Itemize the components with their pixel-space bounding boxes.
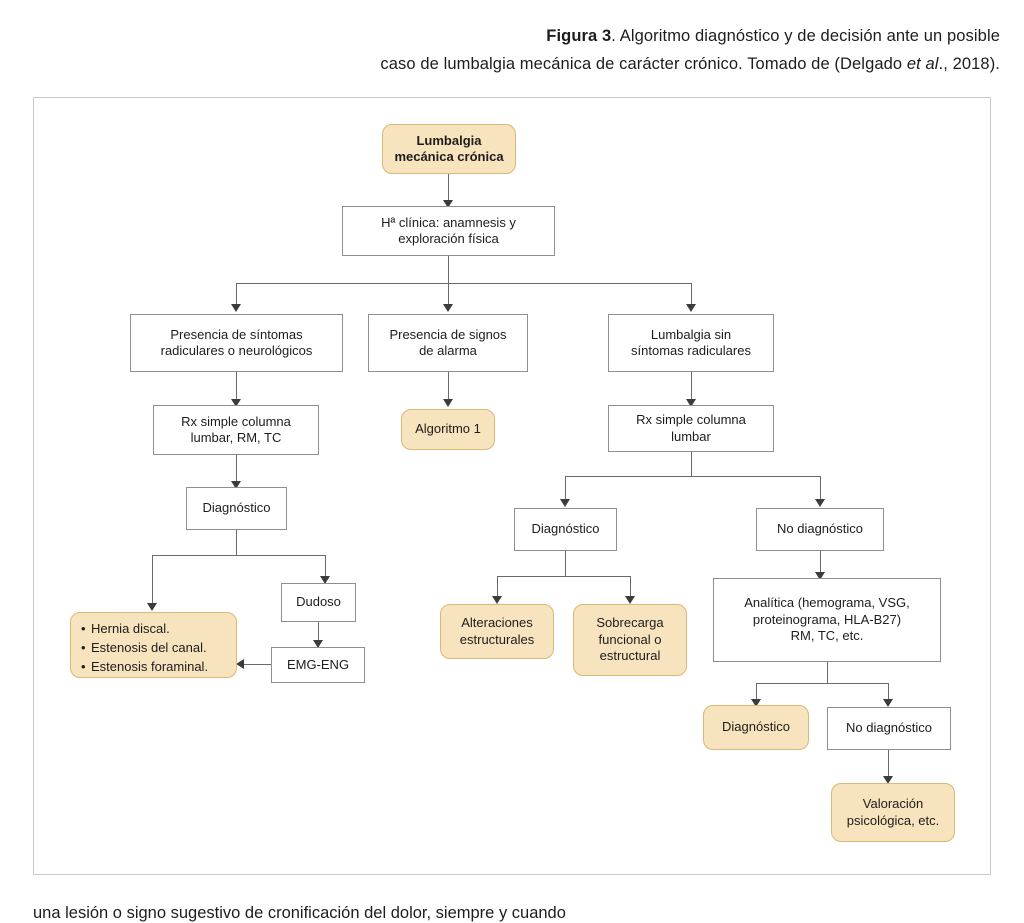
node-diagnostico-izq[interactable]: Diagnóstico	[186, 487, 287, 530]
list-item: Estenosis foraminal.	[81, 657, 208, 676]
figure-caption-line1: . Algoritmo diagnóstico y de decisión an…	[611, 27, 1000, 45]
node-historia-clinica[interactable]: Hª clínica: anamnesis y exploración físi…	[342, 206, 555, 256]
arrowhead-n13-n14	[236, 659, 244, 669]
figure-caption-label: Figura 3	[546, 27, 612, 45]
edge-n9-n14	[152, 555, 154, 607]
node-emg-eng[interactable]: EMG-ENG	[271, 647, 365, 683]
edge-n3-n6	[236, 372, 238, 405]
edge-n2-bus	[448, 256, 450, 283]
arrowhead-bus-n15	[492, 596, 502, 604]
arrowhead-n12-n13	[313, 640, 323, 648]
edge-n8-bus	[691, 452, 693, 476]
node-diagnostico-centro[interactable]: Diagnóstico	[514, 508, 617, 551]
edge-n1-n2	[448, 174, 450, 206]
edge-bus-n4	[448, 283, 450, 308]
edge-bus-n15	[497, 576, 499, 600]
arrowhead-n19-n20	[883, 776, 893, 784]
node-hallazgos-list[interactable]: Hernia discal. Estenosis del canal. Este…	[70, 612, 237, 678]
list-item: Estenosis del canal.	[81, 638, 207, 657]
edge-bus-n5	[691, 283, 693, 308]
edge-n13-n14	[243, 664, 271, 666]
edge-n12-n13	[318, 622, 320, 647]
bus-n8	[565, 476, 821, 478]
arrowhead-n5-n8	[686, 399, 696, 407]
edge-bus-n16	[630, 576, 632, 600]
arrowhead-bus-n19	[883, 699, 893, 707]
edge-n5-n8	[691, 372, 693, 405]
arrowhead-n11-n17	[815, 572, 825, 580]
bus-n9	[152, 555, 326, 557]
edge-bus-n3	[236, 283, 238, 308]
node-diagnostico-der[interactable]: Diagnóstico	[703, 705, 809, 750]
node-analitica[interactable]: Analítica (hemograma, VSG, proteinograma…	[713, 578, 941, 662]
arrowhead-n9-n14	[147, 603, 157, 611]
node-algoritmo-1[interactable]: Algoritmo 1	[401, 409, 495, 450]
arrowhead-bus-n11	[815, 499, 825, 507]
edge-n10-bus	[565, 551, 567, 576]
node-alteraciones-estructurales[interactable]: Alteraciones estructurales	[440, 604, 554, 659]
node-no-diagnostico-centro[interactable]: No diagnóstico	[756, 508, 884, 551]
edge-bus-n11	[820, 476, 822, 503]
arrowhead-bus-n18	[751, 699, 761, 707]
arrowhead-bus-n5	[686, 304, 696, 312]
figure-caption-line2b: ., 2018).	[938, 55, 1000, 73]
node-lumbalgia-mecanica-cronica[interactable]: Lumbalgia mecánica crónica	[382, 124, 516, 174]
arrowhead-bus-n3	[231, 304, 241, 312]
bus-n10	[497, 576, 631, 578]
list-item: Hernia discal.	[81, 619, 170, 638]
body-text-tail: una lesión o signo sugestivo de cronific…	[33, 904, 566, 922]
node-no-diagnostico-der[interactable]: No diagnóstico	[827, 707, 951, 750]
edge-n11-n17	[820, 551, 822, 578]
node-sobrecarga-funcional[interactable]: Sobrecarga funcional o estructural	[573, 604, 687, 676]
arrowhead-n1-n2	[443, 200, 453, 208]
arrowhead-bus-n4	[443, 304, 453, 312]
arrowhead-n6-n9	[231, 481, 241, 489]
edge-bus-n10	[565, 476, 567, 503]
bus-n17	[756, 683, 889, 685]
node-dudoso[interactable]: Dudoso	[281, 583, 356, 622]
figure-caption: Figura 3. Algoritmo diagnóstico y de dec…	[0, 22, 1000, 78]
node-lumbalgia-sin-sintomas[interactable]: Lumbalgia sin síntomas radiculares	[608, 314, 774, 372]
arrowhead-n9-n12	[320, 576, 330, 584]
node-rx-simple-lumbar[interactable]: Rx simple columna lumbar	[608, 405, 774, 452]
edge-bus-n19	[888, 683, 890, 704]
node-sintomas-radiculares[interactable]: Presencia de síntomas radiculares o neur…	[130, 314, 343, 372]
edge-n9-n12	[325, 555, 327, 583]
figure-caption-etal: et al	[906, 55, 939, 73]
edge-n6-n9	[236, 455, 238, 487]
arrowhead-bus-n16	[625, 596, 635, 604]
edge-n9-bus	[236, 530, 238, 555]
edge-n4-n7	[448, 372, 450, 405]
arrowhead-n4-n7	[443, 399, 453, 407]
arrowhead-bus-n10	[560, 499, 570, 507]
node-signos-de-alarma[interactable]: Presencia de signos de alarma	[368, 314, 528, 372]
bus-row2	[236, 283, 692, 285]
edge-bus-n18	[756, 683, 758, 704]
edge-n17-bus	[827, 662, 829, 683]
arrowhead-n3-n6	[231, 399, 241, 407]
edge-n19-n20	[888, 750, 890, 782]
node-valoracion-psicologica[interactable]: Valoración psicológica, etc.	[831, 783, 955, 842]
figure-caption-line2a: caso de lumbalgia mecánica de carácter c…	[380, 55, 907, 73]
node-rx-simple-rm-tc[interactable]: Rx simple columna lumbar, RM, TC	[153, 405, 319, 455]
